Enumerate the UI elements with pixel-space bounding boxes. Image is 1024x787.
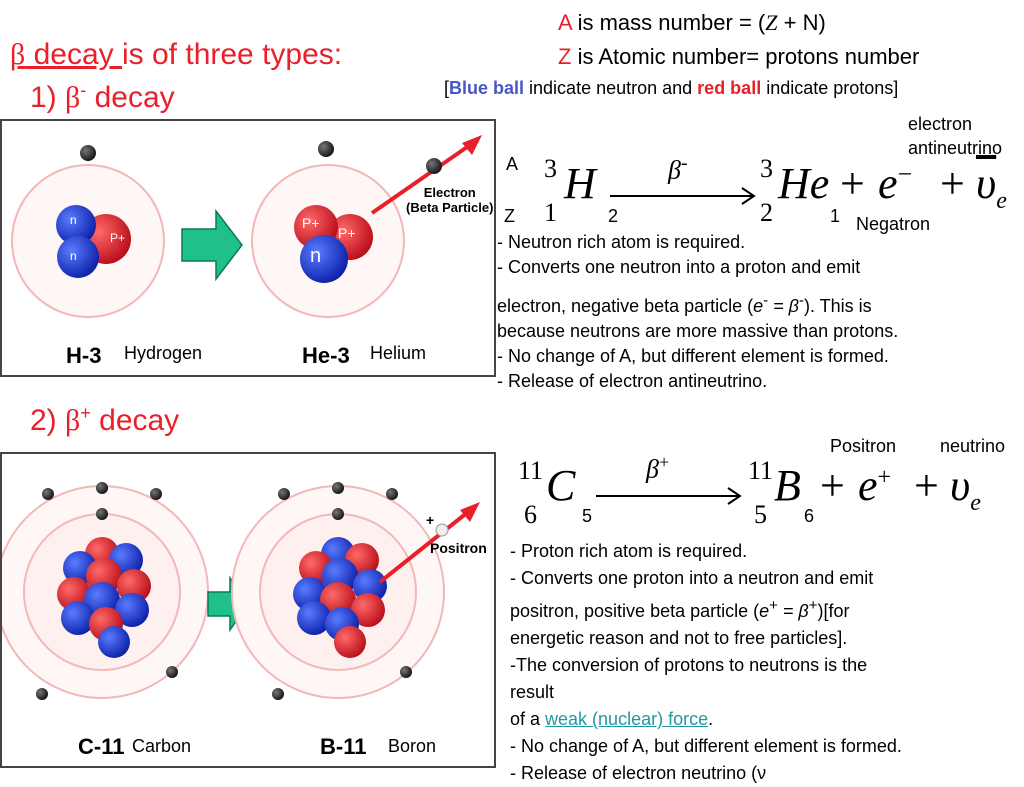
negatron-label: Negatron: [856, 214, 931, 234]
he-atomic-number: 2: [760, 198, 773, 227]
beta-minus-arrow-label: β-: [668, 152, 688, 185]
positron-label: Positron: [430, 540, 487, 556]
h3-label: H-3: [66, 343, 102, 368]
hydrogen-n2-label: n: [70, 249, 77, 263]
hydrogen-neutron-1: [56, 205, 96, 245]
positron-symbol: e+: [858, 461, 892, 510]
c-symbol: C: [546, 461, 576, 510]
beta-plus-figure: + Positron C-11 Carbon B-11 Boron: [0, 452, 496, 768]
legend-atomic-number: Z is Atomic number= protons number: [558, 44, 920, 69]
emitted-positron: [435, 523, 449, 537]
hydrogen-p-label: P+: [110, 231, 126, 245]
beta-plus-arrow-label: β+: [646, 452, 670, 484]
beta-minus-diagram: [11, 135, 482, 318]
electron-trail: [370, 143, 472, 215]
label-Z: Z: [504, 206, 515, 226]
weak-force-link[interactable]: weak (nuclear) force: [545, 709, 709, 729]
h-symbol: H: [564, 159, 596, 208]
b11-label: B-11: [320, 734, 367, 759]
electron-beta-label: Electron (Beta Particle): [406, 185, 494, 215]
label-A: A: [506, 154, 519, 174]
electron-antineutrino-label: electron antineutrino: [908, 114, 1003, 158]
reaction-arrow-2-icon: [596, 487, 742, 505]
legend-mass-number: A is mass number = (Z + N): [558, 10, 826, 35]
b-atomic-number: 5: [754, 500, 767, 529]
section1-heading: 1) β- decay: [30, 80, 175, 114]
plus-sign-2: +: [940, 159, 965, 208]
beta-minus-figure: n P+ n P+ P+ n Electron (Beta Particle) …: [0, 119, 496, 377]
page-title: β decay is of three types:: [10, 38, 343, 71]
electron-arrowhead-icon: [462, 135, 482, 155]
c-atomic-number: 6: [524, 500, 537, 529]
neutrino-word: neutrino: [940, 436, 1006, 456]
positron-word: Positron: [830, 436, 897, 456]
carbon-nucleus: [57, 537, 151, 658]
he3-label: He-3: [302, 343, 350, 368]
carbon-electrons: [36, 482, 178, 700]
beta-plus-notes: - Proton rich atom is required. - Conver…: [510, 541, 902, 783]
hydrogen-name: Hydrogen: [124, 343, 203, 363]
c-mass-number: 11: [518, 456, 544, 485]
helium-neutron: [300, 235, 348, 283]
plus-sign-3: +: [820, 461, 845, 510]
beta-plus-diagram: [0, 482, 480, 700]
helium-p1-label: P+: [302, 215, 320, 231]
boron-electrons: [272, 482, 412, 700]
helium-p2-label: P+: [338, 225, 356, 241]
plus-sign-4: +: [914, 461, 939, 510]
carbon-name: Carbon: [132, 736, 192, 756]
plus-sign-1: +: [840, 159, 865, 208]
transform-arrow-icon: [181, 208, 243, 282]
neutrino-symbol: υe: [950, 461, 981, 516]
hydrogen-neutron-2: [57, 236, 99, 278]
positron-trail: [378, 510, 470, 584]
c11-label: C-11: [78, 734, 125, 759]
electron-symbol: e−: [878, 159, 913, 208]
b-mass-number: 11: [748, 456, 774, 485]
positron-arrowhead-icon: [460, 502, 480, 522]
antineutrino-symbol: υe: [976, 159, 1007, 214]
beta-minus-notes: - Neutron rich atom is required. - Conve…: [497, 232, 899, 391]
boron-name: Boron: [388, 736, 437, 756]
he-mass-number: 3: [760, 154, 773, 183]
section2-heading: 2) β+ decay: [30, 403, 180, 437]
below-b-number: 6: [804, 506, 815, 526]
hydrogen-electron: [80, 145, 96, 161]
boron-nucleus: [293, 537, 387, 658]
below-he-number: 1: [830, 206, 841, 226]
helium-n-label: n: [310, 245, 322, 267]
b-symbol: B: [774, 461, 801, 510]
h-mass-number: 3: [544, 154, 557, 183]
helium-electron: [318, 141, 334, 157]
he-symbol: He: [778, 159, 830, 208]
legend-ball-colors: [Blue ball indicate neutron and red ball…: [444, 78, 899, 98]
below-h-number: 2: [608, 206, 619, 226]
reaction-arrow-1-icon: [610, 187, 756, 205]
hydrogen-n1-label: n: [70, 213, 77, 227]
emitted-electron: [426, 158, 442, 174]
helium-name: Helium: [370, 343, 427, 363]
h-atomic-number: 1: [544, 198, 557, 227]
positron-plus-sign: +: [426, 512, 435, 528]
below-c-number: 5: [582, 506, 593, 526]
